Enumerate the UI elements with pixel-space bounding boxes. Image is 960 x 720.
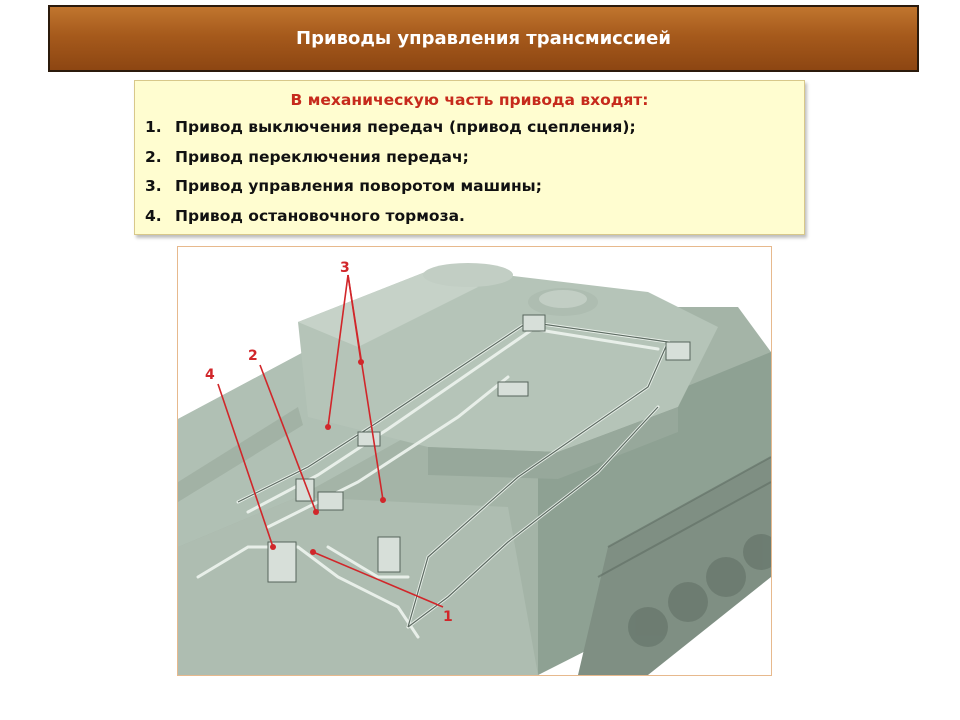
list-item-number: 3. — [145, 177, 162, 195]
tank-transmission-diagram: 1 2 3 4 — [178, 260, 771, 675]
list-item-number: 2. — [145, 147, 162, 166]
info-heading: В механическую часть привода входят: — [290, 91, 649, 109]
list-item-text: Привод остановочного тормоза. — [175, 206, 465, 225]
callout-label: 2 — [248, 348, 258, 364]
diagram-frame: 1 2 3 4 — [177, 246, 772, 676]
callout-label: 4 — [205, 367, 215, 383]
tank-gun — [178, 407, 303, 502]
callout-dots — [270, 359, 386, 555]
list-item-number: 4. — [145, 206, 162, 225]
list-item: 4. Привод остановочного тормоза. — [145, 204, 804, 234]
callout-label: 3 — [340, 260, 350, 276]
callout-label: 1 — [443, 609, 453, 625]
info-list: 1. Привод выключения передач (привод сцеп… — [145, 115, 804, 233]
list-item: 1. Привод выключения передач (привод сцеп… — [145, 115, 804, 145]
list-item-text: Привод переключения передач; — [175, 147, 469, 166]
list-item-number: 1. — [145, 118, 162, 136]
page-title: Приводы управления трансмиссией — [296, 28, 671, 49]
list-item-text: Привод выключения передач (привод сцепле… — [175, 118, 636, 136]
list-item: 2. Привод переключения передач; — [145, 145, 804, 175]
list-item: 3. Привод управления поворотом машины; — [145, 174, 804, 204]
title-bar: Приводы управления трансмиссией — [48, 5, 919, 72]
list-item-text: Привод управления поворотом машины; — [175, 177, 542, 195]
callout-lines — [217, 274, 444, 608]
info-box: В механическую часть привода входят: 1. П… — [134, 80, 805, 235]
